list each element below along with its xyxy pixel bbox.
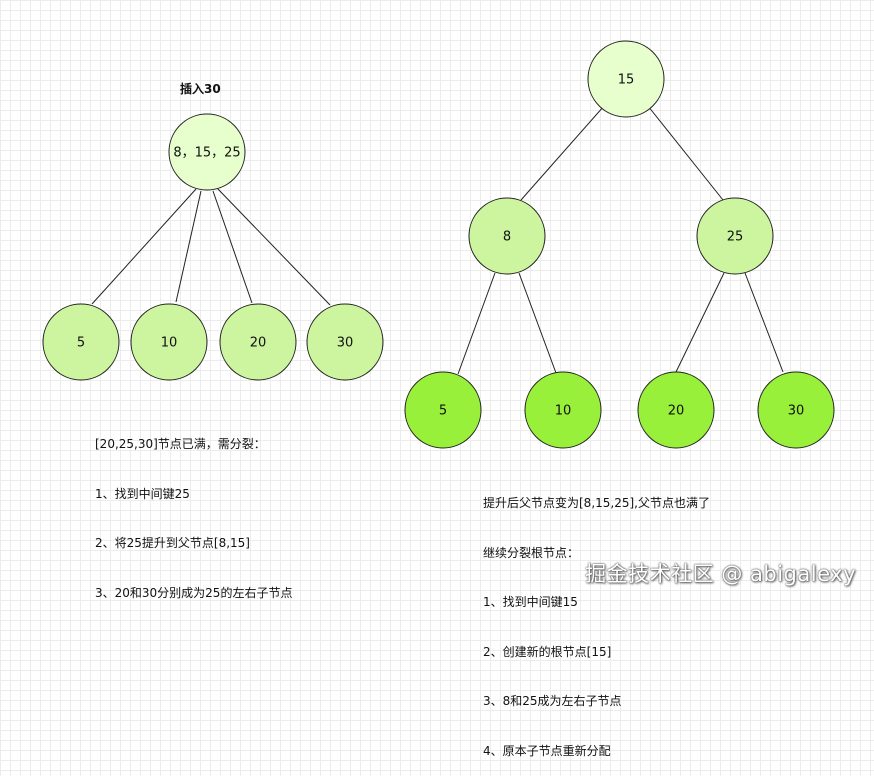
right-root-node-label: 15 [618, 73, 635, 88]
left-child-node-5-label: 5 [77, 336, 85, 351]
edge-8-to-10 [518, 272, 557, 374]
left-note-line: 1、找到中间键25 [95, 486, 190, 501]
right-tree-edges [457, 105, 784, 375]
right-root-node: 15 [587, 40, 665, 118]
right-leaf-node-5: 5 [404, 371, 482, 449]
left-child-node-20-label: 20 [250, 336, 267, 351]
right-leaf-node-30: 30 [757, 371, 835, 449]
right-note-line: 提升后父节点变为[8,15,25],父节点也满了 [483, 496, 710, 510]
edge-8-to-5 [457, 272, 496, 375]
edge-25-to-30 [744, 272, 784, 373]
edge-left-root-to-10 [175, 190, 202, 303]
right-note-line: 继续分裂根节点： [483, 545, 580, 560]
right-note-line: 1、找到中间键15 [483, 595, 578, 609]
left-tree-edges [91, 187, 331, 306]
edge-right-root-to-8 [520, 105, 605, 201]
diagram-canvas: 8，15，25 5 10 20 30 15 8 25 5 10 20 [42, 40, 835, 449]
left-diagram-note: [20,25,30]节点已满，需分裂： 1、找到中间键25 2、将25提升到父节… [95, 403, 292, 618]
left-child-node-10: 10 [130, 303, 208, 381]
edge-right-root-to-25 [647, 105, 724, 201]
edge-left-root-to-20 [212, 190, 253, 304]
right-node-8-label: 8 [503, 230, 511, 245]
right-node-25-label: 25 [727, 230, 744, 245]
right-note-line: 4、原本子节点重新分配 [483, 743, 611, 758]
edge-left-root-to-5 [91, 188, 197, 305]
right-leaf-node-10-label: 10 [555, 404, 572, 419]
left-child-node-20: 20 [219, 303, 297, 381]
right-leaf-node-10: 10 [524, 371, 602, 449]
right-leaf-node-5-label: 5 [439, 404, 447, 419]
right-diagram-note: 提升后父节点变为[8,15,25],父节点也满了 继续分裂根节点： 1、找到中间… [483, 462, 710, 776]
right-leaf-node-20: 20 [637, 371, 715, 449]
left-diagram-title: 插入30 [180, 82, 221, 96]
right-note-line: 3、8和25成为左右子节点 [483, 694, 622, 708]
left-note-line: 3、20和30分别成为25的左右子节点 [95, 585, 293, 600]
right-node-8: 8 [468, 197, 546, 275]
left-note-line: [20,25,30]节点已满，需分裂： [95, 437, 266, 451]
left-note-line: 2、将25提升到父节点[8,15] [95, 536, 250, 550]
watermark: 掘金技术社区 @ abigalexy [585, 562, 856, 586]
left-child-node-5: 5 [42, 303, 120, 381]
right-leaf-node-20-label: 20 [668, 404, 685, 419]
left-root-node: 8，15，25 [168, 113, 246, 191]
edge-left-root-to-30 [216, 187, 331, 306]
left-child-node-30: 30 [306, 303, 384, 381]
right-leaf-node-30-label: 30 [788, 404, 805, 419]
right-note-line: 2、创建新的根节点[15] [483, 644, 612, 659]
left-child-node-10-label: 10 [161, 336, 178, 351]
left-root-node-label: 8，15，25 [173, 146, 240, 161]
left-child-node-30-label: 30 [337, 336, 354, 351]
right-node-25: 25 [696, 197, 774, 275]
edge-25-to-20 [675, 272, 725, 373]
